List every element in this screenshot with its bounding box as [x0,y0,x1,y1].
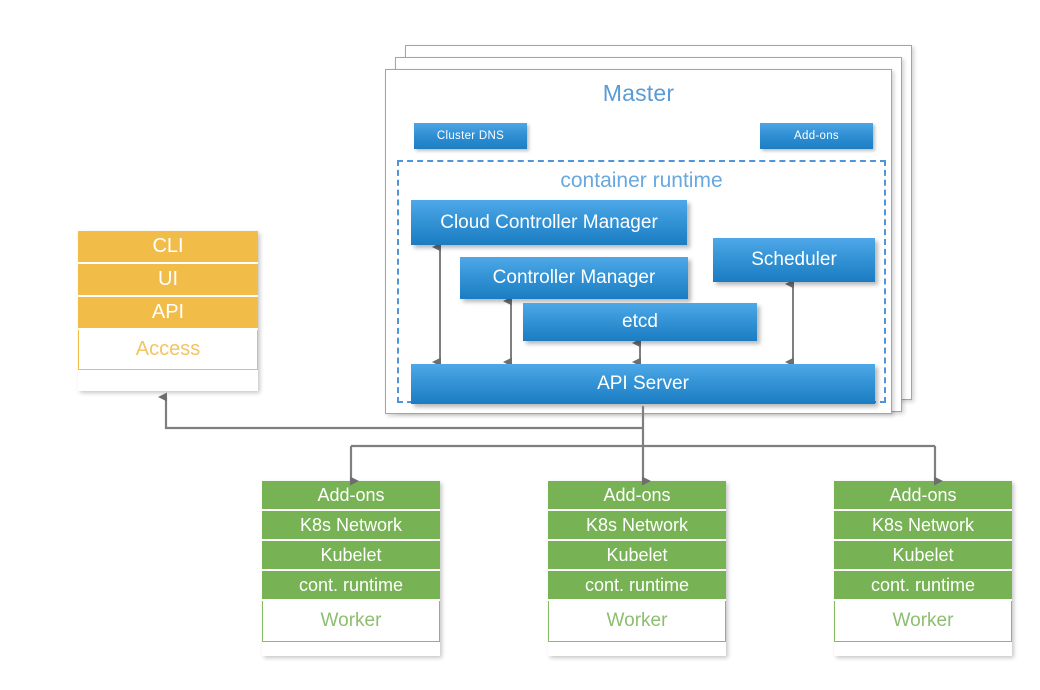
worker-1-row-addons[interactable]: Add-ons [262,481,440,511]
container-runtime-label: container runtime [560,169,723,192]
worker-2-row-kubelet[interactable]: Kubelet [548,541,726,571]
worker-1-row-kubelet[interactable]: Kubelet [262,541,440,571]
worker-3-row-kubelet[interactable]: Kubelet [834,541,1012,571]
worker-2-row-network[interactable]: K8s Network [548,511,726,541]
worker-1-row-network[interactable]: K8s Network [262,511,440,541]
worker-3-row-runtime[interactable]: cont. runtime [834,571,1012,601]
access-label: Access [78,330,258,370]
worker-1-label: Worker [262,601,440,642]
worker-node-3[interactable]: Add-ons K8s Network Kubelet cont. runtim… [834,481,1012,656]
api-server-box[interactable]: API Server [411,364,875,404]
worker-2-label: Worker [548,601,726,642]
worker-node-2[interactable]: Add-ons K8s Network Kubelet cont. runtim… [548,481,726,656]
access-row-api[interactable]: API [78,297,258,330]
etcd-box[interactable]: etcd [523,303,757,341]
access-row-ui[interactable]: UI [78,264,258,297]
access-stack[interactable]: CLI UI API Access [78,231,258,391]
cloud-controller-manager-box[interactable]: Cloud Controller Manager [411,200,687,245]
master-title: Master [602,80,675,106]
worker-node-1[interactable]: Add-ons K8s Network Kubelet cont. runtim… [262,481,440,656]
worker-1-row-runtime[interactable]: cont. runtime [262,571,440,601]
worker-3-label: Worker [834,601,1012,642]
worker-2-row-addons[interactable]: Add-ons [548,481,726,511]
controller-manager-box[interactable]: Controller Manager [460,257,688,299]
scheduler-box[interactable]: Scheduler [713,238,875,282]
access-row-cli[interactable]: CLI [78,231,258,264]
worker-3-row-network[interactable]: K8s Network [834,511,1012,541]
worker-3-row-addons[interactable]: Add-ons [834,481,1012,511]
cluster-dns-box[interactable]: Cluster DNS [414,123,527,149]
worker-2-row-runtime[interactable]: cont. runtime [548,571,726,601]
master-add-ons-box[interactable]: Add-ons [760,123,873,149]
